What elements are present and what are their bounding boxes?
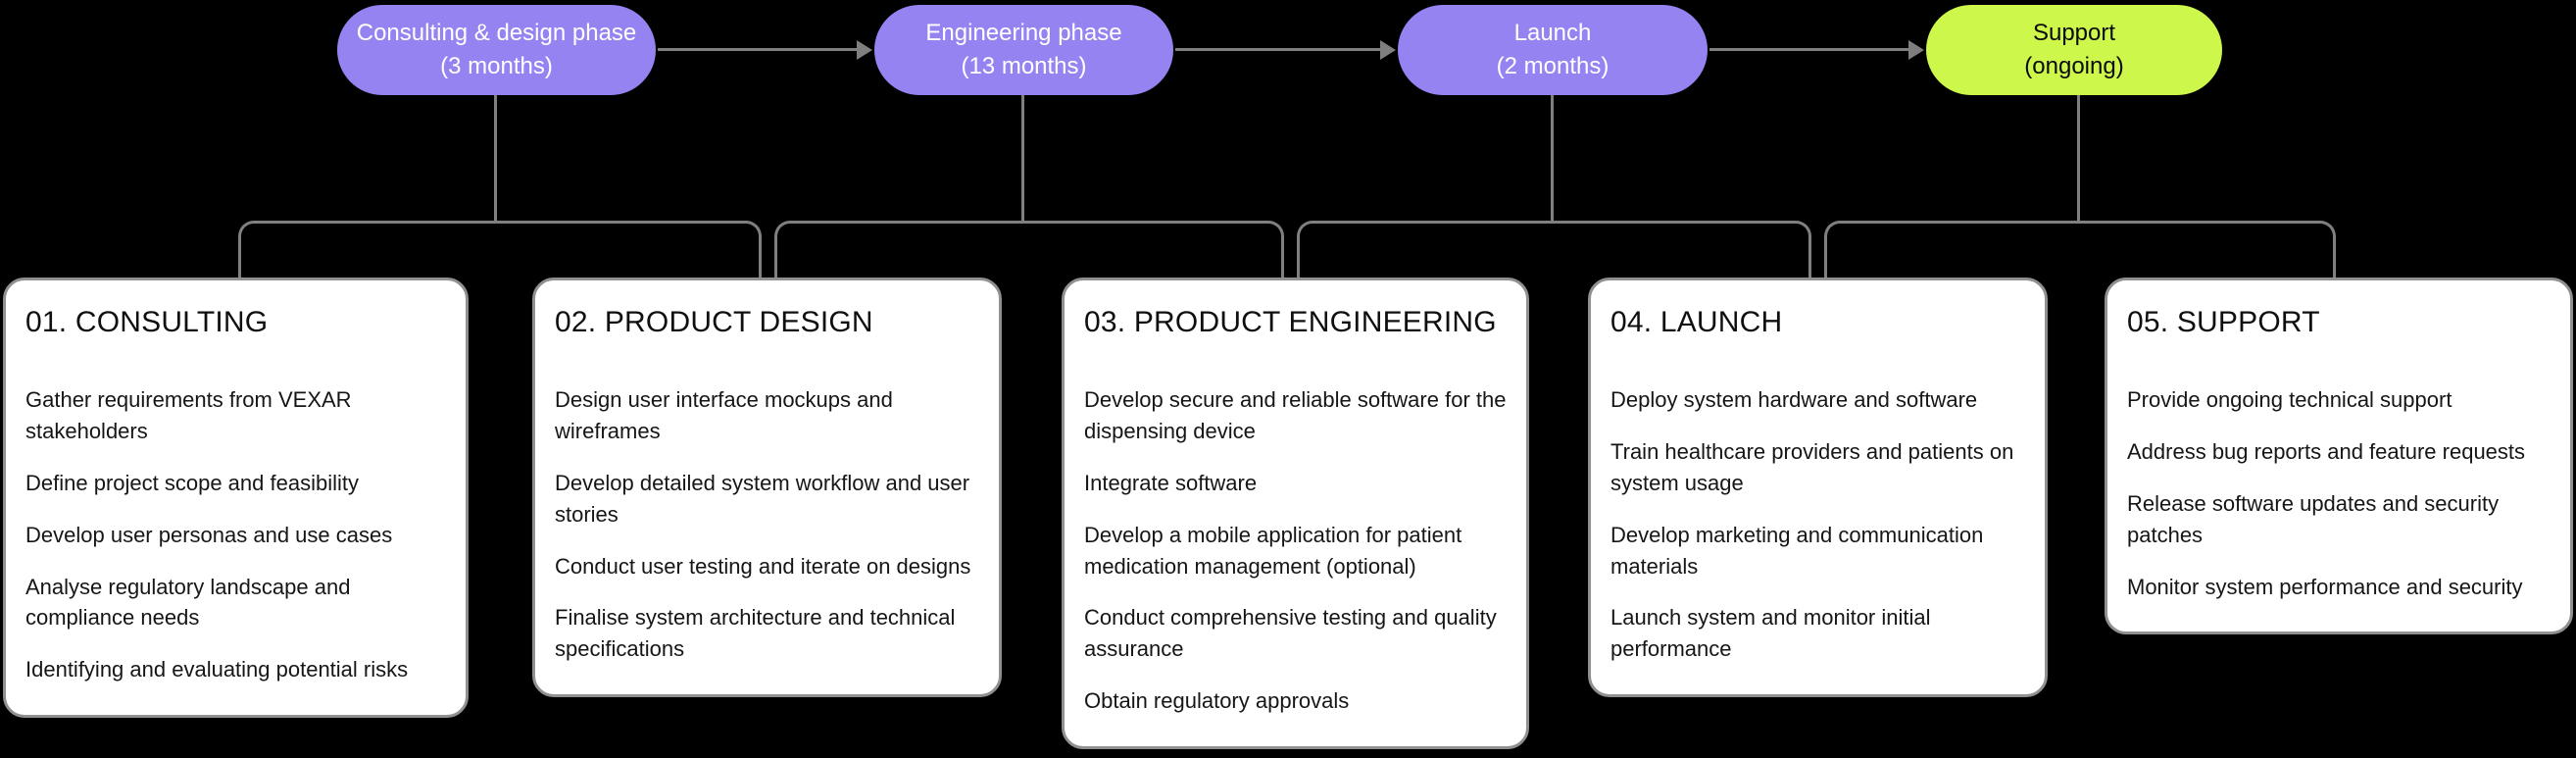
card-item: Obtain regulatory approvals <box>1084 688 1350 714</box>
card-title: 01. CONSULTING <box>25 306 269 338</box>
card-items: Gather requirements from VEXAR stakehold… <box>25 384 446 685</box>
phase-pill-engineering: Engineering phase (13 months) <box>874 5 1173 95</box>
phase-name: Consulting & design phase <box>356 20 637 46</box>
phase-name: Engineering phase <box>925 20 1122 46</box>
connector-stem <box>1021 95 1024 223</box>
branch-connector <box>238 221 762 279</box>
card-item: Finalise system architecture and technic… <box>555 605 956 662</box>
card-item: Design user interface mockups and wirefr… <box>555 387 893 443</box>
card-item: Train healthcare providers and patients … <box>1610 438 2014 495</box>
card-item: Monitor system performance and security <box>2127 574 2523 599</box>
phase-card-product-design: 02. PRODUCT DESIGN Design user interface… <box>532 278 1002 698</box>
card-item: Develop a mobile application for patient… <box>1084 522 1462 579</box>
card-item: Integrate software <box>1084 470 1258 495</box>
card-item: Provide ongoing technical support <box>2127 387 2452 412</box>
arrow-shaft <box>658 48 861 51</box>
arrow-shaft <box>1175 48 1384 51</box>
card-item: Develop detailed system workflow and use… <box>555 470 970 527</box>
phase-duration: (ongoing) <box>2024 53 2124 79</box>
arrow-shaft <box>1709 48 1912 51</box>
card-item: Release software updates and security pa… <box>2127 490 2500 547</box>
phase-name: Launch <box>1513 20 1592 46</box>
card-item: Conduct user testing and iterate on desi… <box>555 553 971 579</box>
connector-stem <box>1551 95 1554 223</box>
card-item: Develop marketing and communication mate… <box>1610 522 1984 579</box>
card-item: Deploy system hardware and software <box>1610 387 1978 412</box>
flow-arrow <box>1175 37 1396 63</box>
phase-duration: (2 months) <box>1496 53 1610 79</box>
card-title: 05. SUPPORT <box>2127 306 2320 338</box>
card-title: 02. PRODUCT DESIGN <box>555 306 873 338</box>
branch-connector <box>774 221 1284 279</box>
arrow-head-icon <box>857 40 872 60</box>
card-item: Develop user personas and use cases <box>25 522 393 547</box>
card-item: Launch system and monitor initial perfor… <box>1610 605 1931 662</box>
phase-duration: (13 months) <box>961 53 1087 79</box>
phase-card-consulting: 01. CONSULTING Gather requirements from … <box>3 278 469 719</box>
arrow-head-icon <box>1908 40 1924 60</box>
phase-pill-launch: Launch (2 months) <box>1398 5 1708 95</box>
card-title: 03. PRODUCT ENGINEERING <box>1084 306 1497 338</box>
phase-duration: (3 months) <box>440 53 553 79</box>
card-item: Develop secure and reliable software for… <box>1084 387 1507 443</box>
phase-card-launch: 04. LAUNCH Deploy system hardware and so… <box>1588 278 2048 698</box>
connector-stem <box>2077 95 2080 223</box>
card-item: Conduct comprehensive testing and qualit… <box>1084 605 1497 662</box>
phase-card-product-engineering: 03. PRODUCT ENGINEERING Develop secure a… <box>1062 278 1529 750</box>
phase-name: Support <box>2032 20 2116 46</box>
connector-stem <box>494 95 497 223</box>
flow-arrow <box>1709 37 1924 63</box>
phase-card-support: 05. SUPPORT Provide ongoing technical su… <box>2105 278 2573 635</box>
card-item: Address bug reports and feature requests <box>2127 438 2526 464</box>
card-item: Gather requirements from VEXAR stakehold… <box>25 387 352 443</box>
card-item: Identifying and evaluating potential ris… <box>25 657 409 682</box>
phase-pill-consulting-design: Consulting & design phase (3 months) <box>337 5 656 95</box>
phase-pill-support: Support (ongoing) <box>1926 5 2222 95</box>
card-item: Analyse regulatory landscape and complia… <box>25 574 351 631</box>
card-item: Define project scope and feasibility <box>25 470 359 495</box>
card-title: 04. LAUNCH <box>1610 306 1783 338</box>
card-items: Develop secure and reliable software for… <box>1084 384 1507 717</box>
card-items: Design user interface mockups and wirefr… <box>555 384 979 665</box>
arrow-head-icon <box>1380 40 1396 60</box>
branch-connector <box>1297 221 1811 279</box>
branch-connector <box>1824 221 2336 279</box>
flow-arrow <box>658 37 872 63</box>
